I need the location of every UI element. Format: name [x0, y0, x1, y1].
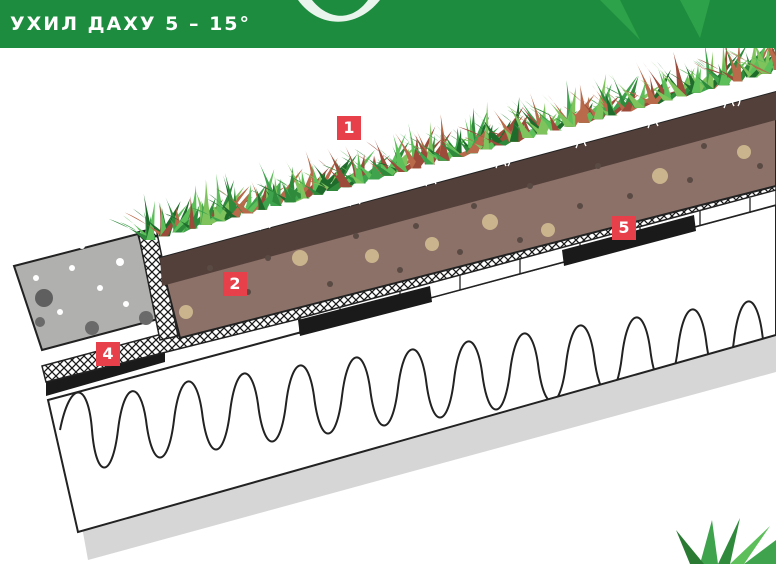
- corner-plant: [676, 518, 776, 564]
- header: УХИЛ ДАХУ 5 – 15°: [0, 0, 776, 48]
- layer-1-badge: 1: [337, 116, 361, 140]
- grass-tuft: [109, 194, 156, 240]
- layer-2-badge: 2: [223, 272, 247, 296]
- page-title: УХИЛ ДАХУ 5 – 15°: [10, 13, 251, 35]
- layer-4-badge: 4: [96, 342, 120, 366]
- layer-5-badge: 5: [612, 216, 636, 240]
